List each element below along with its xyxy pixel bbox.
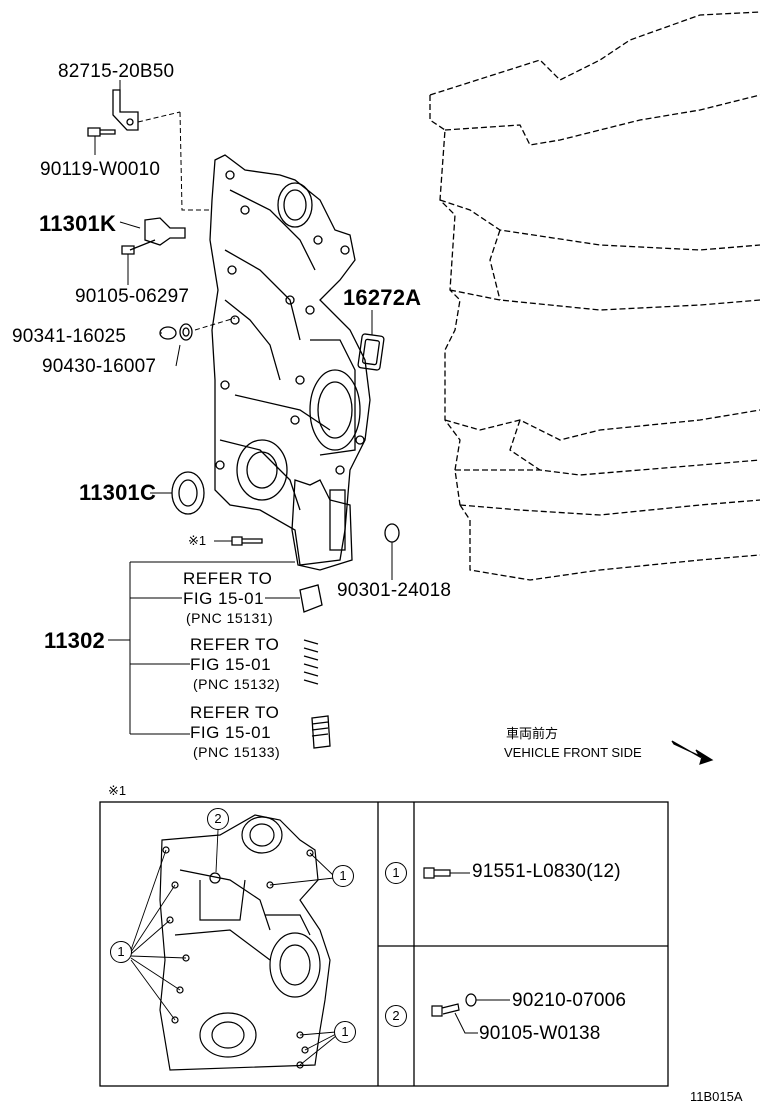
refer-2-line1[interactable]: REFER TO	[190, 635, 280, 654]
note-mark: ※1	[188, 533, 207, 548]
refer-2-line2[interactable]: FIG 15-01	[190, 655, 272, 674]
callout-1-drawing-right: 1	[332, 865, 354, 887]
bracket-icon	[112, 89, 139, 131]
direction-en: VEHICLE FRONT SIDE	[504, 745, 642, 760]
engine-block-outline	[429, 11, 760, 581]
part-number-90430[interactable]: 90430-16007	[42, 356, 157, 377]
detail-cover-drawing	[130, 814, 337, 1071]
refer-3-line3: (PNC 15133)	[193, 744, 281, 760]
callout-2-table: 2	[385, 1005, 407, 1027]
callout-1-drawing-left: 1	[110, 941, 132, 963]
arrow-icon	[671, 740, 714, 765]
detail-parts	[423, 867, 510, 1034]
bolt-icon	[87, 127, 116, 137]
refer-3-line2[interactable]: FIG 15-01	[190, 723, 272, 742]
detail-mark: ※1	[108, 783, 127, 798]
part-number-90301[interactable]: 90301-24018	[337, 580, 452, 601]
detail-box	[99, 801, 669, 1087]
part-number-90105-06297[interactable]: 90105-06297	[75, 286, 190, 307]
callout-1-table: 1	[385, 862, 407, 884]
part-number-90105-W0138[interactable]: 90105-W0138	[479, 1023, 601, 1044]
refer-2-line3: (PNC 15132)	[193, 676, 281, 692]
leader-lines	[94, 80, 393, 735]
part-number-11301K[interactable]: 11301K	[39, 211, 117, 236]
bolt-icon	[121, 239, 156, 255]
bolt-icon	[431, 1003, 460, 1017]
part-number-16272A[interactable]: 16272A	[343, 285, 422, 310]
direction-jp: 車両前方	[506, 726, 559, 741]
part-number-90119[interactable]: 90119-W0010	[40, 159, 161, 180]
callout-1-drawing-bottom: 1	[334, 1021, 356, 1043]
part-number-90341[interactable]: 90341-16025	[12, 326, 127, 347]
part-number-90210[interactable]: 90210-07006	[512, 990, 627, 1011]
timing-cover	[209, 154, 371, 571]
refer-1-line3: (PNC 15131)	[186, 610, 274, 626]
refer-3-line1[interactable]: REFER TO	[190, 703, 280, 722]
part-number-91551[interactable]: 91551-L0830(12)	[472, 861, 621, 882]
part-number-11301C[interactable]: 11301C	[79, 480, 157, 505]
refer-1-line2[interactable]: FIG 15-01	[183, 589, 265, 608]
part-number-82715[interactable]: 82715-20B50	[58, 61, 175, 82]
callout-2-drawing: 2	[207, 808, 229, 830]
washer-icon	[465, 993, 477, 1007]
refer-1-line1[interactable]: REFER TO	[183, 569, 273, 588]
small-parts	[87, 89, 400, 749]
figure-code: 11B015A	[690, 1089, 743, 1104]
bolt-icon	[423, 867, 451, 879]
part-number-11302[interactable]: 11302	[44, 628, 105, 653]
